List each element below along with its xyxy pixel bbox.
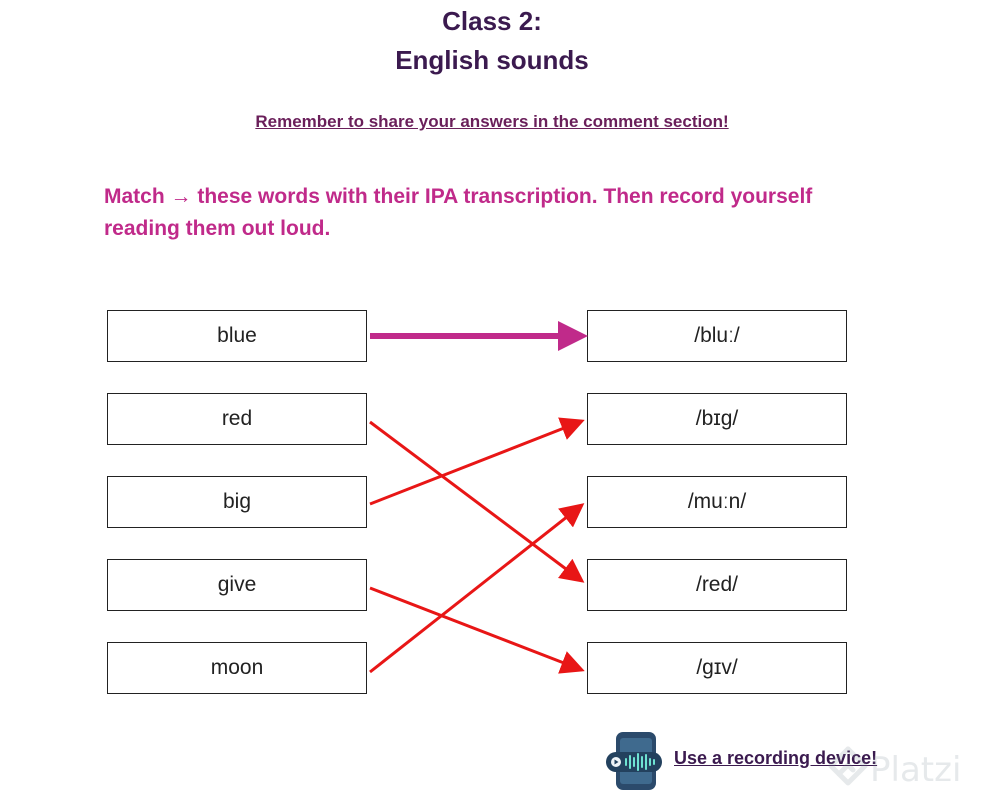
- ipa-label: /gɪv/: [696, 656, 738, 679]
- arrow-big-to-big: [369, 417, 585, 506]
- word-label: give: [217, 573, 257, 596]
- platzi-watermark: Platzi: [828, 744, 978, 794]
- ipa-label: /red/: [695, 573, 739, 596]
- ipa-box-blu: /bluː/: [587, 310, 847, 362]
- platzi-logo-icon: [828, 746, 868, 786]
- ipa-box-give: /gɪv/: [587, 642, 847, 694]
- word-label: blue: [217, 324, 257, 347]
- share-answers-link[interactable]: Remember to share your answers in the co…: [255, 112, 729, 131]
- word-label: red: [221, 407, 253, 430]
- word-box-give: give: [107, 559, 367, 611]
- page-title-line2: English sounds: [395, 45, 589, 75]
- ipa-box-moon: /muːn/: [587, 476, 847, 528]
- arrow-moon-to-moon: [369, 503, 585, 674]
- page-title-line1: Class 2:: [442, 6, 542, 36]
- word-box-big: big: [107, 476, 367, 528]
- word-box-blue: blue: [107, 310, 367, 362]
- phone-audio-icon: [606, 732, 662, 790]
- word-box-red: red: [107, 393, 367, 445]
- ipa-label: /bluː/: [694, 324, 740, 347]
- arrow-give-to-give: [369, 586, 585, 674]
- ipa-label: /muːn/: [687, 490, 747, 513]
- word-label: moon: [210, 656, 264, 679]
- instructions-text: Match → these words with their IPA trans…: [104, 185, 813, 240]
- ipa-label: /bɪg/: [695, 407, 739, 430]
- platzi-wordmark: Platzi: [870, 750, 962, 790]
- word-box-moon: moon: [107, 642, 367, 694]
- ipa-box-big: /bɪg/: [587, 393, 847, 445]
- arrow-red-to-red: [369, 420, 585, 583]
- recording-device-link[interactable]: Use a recording device!: [674, 748, 878, 768]
- word-label: big: [222, 490, 252, 513]
- ipa-box-red: /red/: [587, 559, 847, 611]
